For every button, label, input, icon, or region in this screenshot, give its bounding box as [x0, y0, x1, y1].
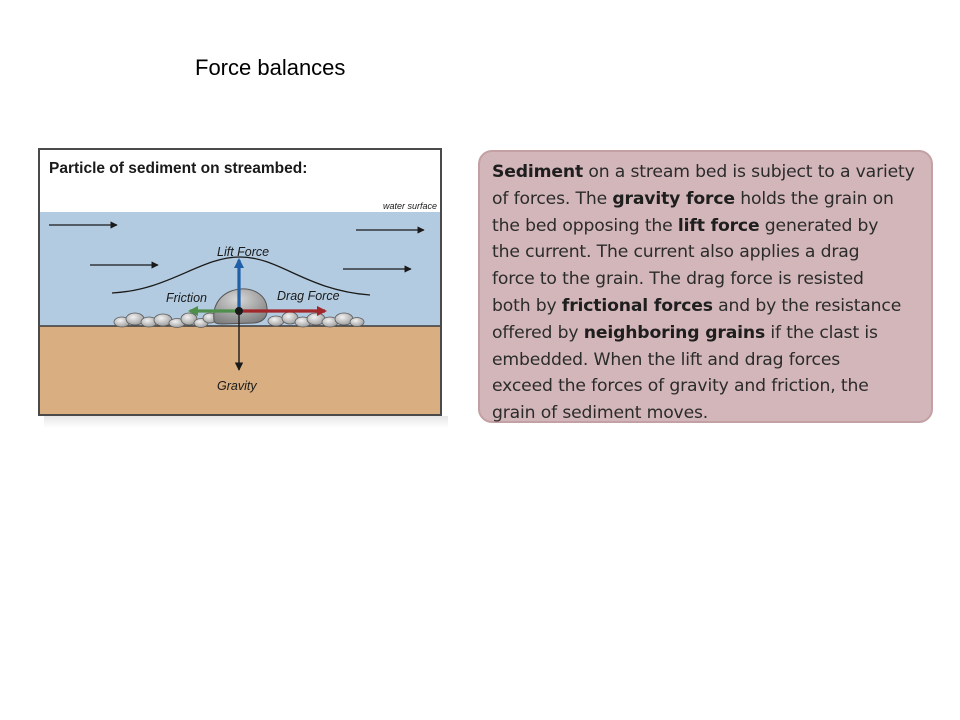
- explanation-bold-term: lift force: [677, 215, 760, 236]
- explanation-text: grain of sediment moves.: [492, 403, 709, 424]
- slide-title: Force balances: [195, 55, 346, 80]
- explanation-bold-term: frictional forces: [561, 295, 713, 316]
- explanation-text: embedded. When the lift and drag forces: [492, 349, 841, 370]
- explanation-text: the current. The current also applies a …: [492, 242, 860, 263]
- water-surface-label: water surface: [383, 201, 437, 211]
- explanation-text: force to the grain. The drag force is re…: [492, 269, 864, 290]
- gravity-label: Gravity: [217, 379, 257, 393]
- streamline: [111, 256, 371, 296]
- explanation-text: both by: [492, 295, 562, 316]
- explanation-text: of forces. The: [492, 188, 613, 209]
- diagram-shadow: [44, 416, 448, 428]
- flow-arrows: [49, 221, 425, 273]
- explanation-line: the current. The current also applies a …: [492, 239, 921, 266]
- lift-force-label: Lift Force: [217, 245, 269, 259]
- force-origin-point: [235, 307, 243, 315]
- sediment-bed: [40, 326, 440, 414]
- grain: [349, 317, 365, 327]
- explanation-text: on a stream bed is subject to a variety: [583, 162, 915, 182]
- sediment-force-diagram: Particle of sediment on streambed: water…: [38, 148, 442, 416]
- diagram-heading: Particle of sediment on streambed:: [49, 160, 307, 177]
- explanation-text: exceed the forces of gravity and frictio…: [492, 376, 869, 397]
- friction-label: Friction: [166, 291, 207, 305]
- explanation-text: and by the resistance: [712, 295, 902, 316]
- explanation-line: Sediment on a stream bed is subject to a…: [492, 159, 921, 186]
- explanation-text: the bed opposing the: [492, 215, 678, 236]
- explanation-text: generated by: [759, 215, 879, 236]
- explanation-line: of forces. The gravity force holds the g…: [492, 186, 921, 213]
- explanation-bold-term: gravity force: [612, 188, 735, 209]
- explanation-text: offered by: [492, 322, 584, 343]
- drag-force-label: Drag Force: [277, 289, 340, 303]
- explanation-bold-term: Sediment: [492, 162, 584, 182]
- explanation-line: grain of sediment moves.: [492, 400, 921, 427]
- grain: [267, 315, 285, 327]
- explanation-line: the bed opposing the lift force generate…: [492, 213, 921, 240]
- explanation-line: both by frictional forces and by the res…: [492, 293, 921, 320]
- explanation-line: force to the grain. The drag force is re…: [492, 266, 921, 293]
- explanation-text: if the clast is: [765, 322, 878, 343]
- explanation-box: Sediment on a stream bed is subject to a…: [478, 150, 933, 423]
- explanation-line: exceed the forces of gravity and frictio…: [492, 373, 921, 400]
- neighboring-grains: [113, 311, 365, 328]
- explanation-text: holds the grain on: [734, 188, 894, 209]
- explanation-line: offered by neighboring grains if the cla…: [492, 320, 921, 347]
- explanation-bold-term: neighboring grains: [583, 322, 766, 343]
- explanation-line: embedded. When the lift and drag forces: [492, 347, 921, 374]
